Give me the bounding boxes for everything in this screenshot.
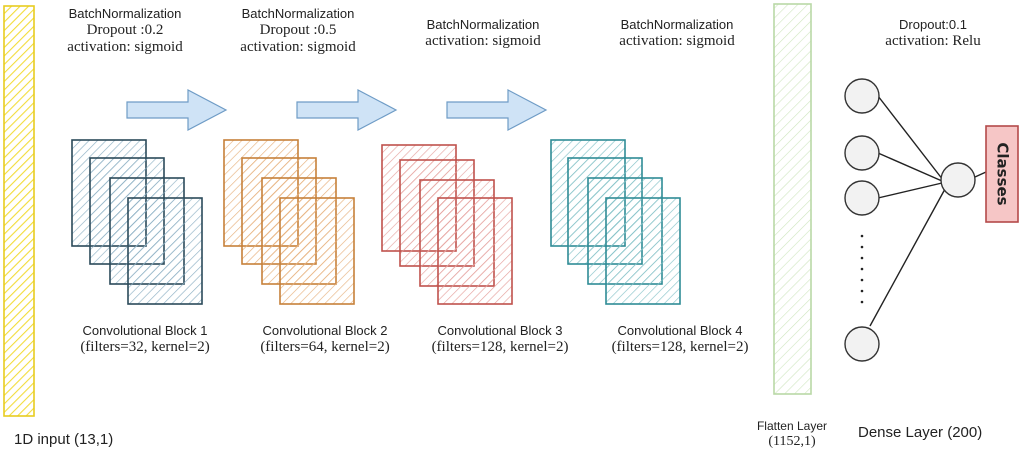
block-1-layer-0: BatchNormalization — [68, 6, 182, 21]
output-neuron — [940, 162, 976, 198]
dense-dropout: Dropout:0.1 — [899, 17, 967, 32]
arrow-2 — [296, 89, 398, 131]
conv-block-3-stack — [381, 144, 513, 305]
block-1-caption: Convolutional Block 1 (filters=32, kerne… — [60, 323, 230, 356]
block-4-top-labels: BatchNormalization activation: sigmoid — [604, 17, 750, 50]
arrow-3 — [446, 89, 548, 131]
block-1-title: Convolutional Block 1 — [82, 323, 208, 338]
dense-neuron — [844, 180, 880, 216]
dense-neuron — [844, 326, 880, 362]
block-4-layer-0: BatchNormalization — [620, 17, 734, 32]
block-2-params: (filters=64, kernel=2) — [260, 338, 390, 355]
arrow-1 — [126, 89, 228, 131]
block-4-caption: Convolutional Block 4 (filters=128, kern… — [590, 323, 770, 356]
classes-box — [985, 125, 1019, 223]
block-2-layer-2: activation: sigmoid — [240, 39, 356, 56]
block-3-top-labels: BatchNormalization activation: sigmoid — [410, 17, 556, 50]
flatten-layer-shape: (1152,1) — [768, 433, 816, 449]
block-3-caption: Convolutional Block 3 (filters=128, kern… — [410, 323, 590, 356]
conv-block-4-stack — [550, 139, 681, 305]
dense-layer-label: Dense Layer (200) — [858, 424, 983, 441]
classes-label: Classes — [994, 142, 1012, 205]
block-2-layer-0: BatchNormalization — [241, 6, 355, 21]
block-1-layer-1: Dropout :0.2 — [86, 21, 164, 38]
input-layer-bar — [3, 5, 35, 417]
dense-top-labels: Dropout:0.1 activation: Relu — [868, 17, 998, 50]
block-3-params: (filters=128, kernel=2) — [431, 338, 569, 355]
ellipsis-dots — [860, 234, 864, 304]
block-2-layer-1: Dropout :0.5 — [259, 21, 337, 38]
dense-connections — [869, 95, 987, 327]
block-4-params: (filters=128, kernel=2) — [611, 338, 749, 355]
flatten-layer-bar — [773, 3, 812, 395]
input-layer-label: 1D input (13,1) — [14, 431, 114, 448]
dense-neurons — [844, 78, 880, 362]
conv-block-2-stack — [223, 139, 355, 305]
dense-activation: activation: Relu — [885, 32, 981, 49]
dense-neuron — [844, 78, 880, 114]
block-2-top-labels: BatchNormalization Dropout :0.5 activati… — [225, 6, 371, 56]
block-1-params: (filters=32, kernel=2) — [80, 338, 210, 355]
block-1-layer-2: activation: sigmoid — [67, 39, 183, 56]
block-3-title: Convolutional Block 3 — [437, 323, 563, 338]
flatten-layer-label: Flatten Layer — [756, 419, 828, 433]
block-1-top-labels: BatchNormalization Dropout :0.2 activati… — [55, 6, 195, 56]
flatten-layer-caption: Flatten Layer (1152,1) — [742, 419, 842, 450]
block-4-title: Convolutional Block 4 — [617, 323, 743, 338]
dense-neuron — [844, 135, 880, 171]
conv-block-1-stack — [71, 139, 203, 305]
block-3-layer-1: activation: sigmoid — [425, 32, 541, 49]
block-2-title: Convolutional Block 2 — [262, 323, 388, 338]
block-3-layer-0: BatchNormalization — [426, 17, 540, 32]
block-4-layer-1: activation: sigmoid — [619, 32, 735, 49]
block-2-caption: Convolutional Block 2 (filters=64, kerne… — [240, 323, 410, 356]
